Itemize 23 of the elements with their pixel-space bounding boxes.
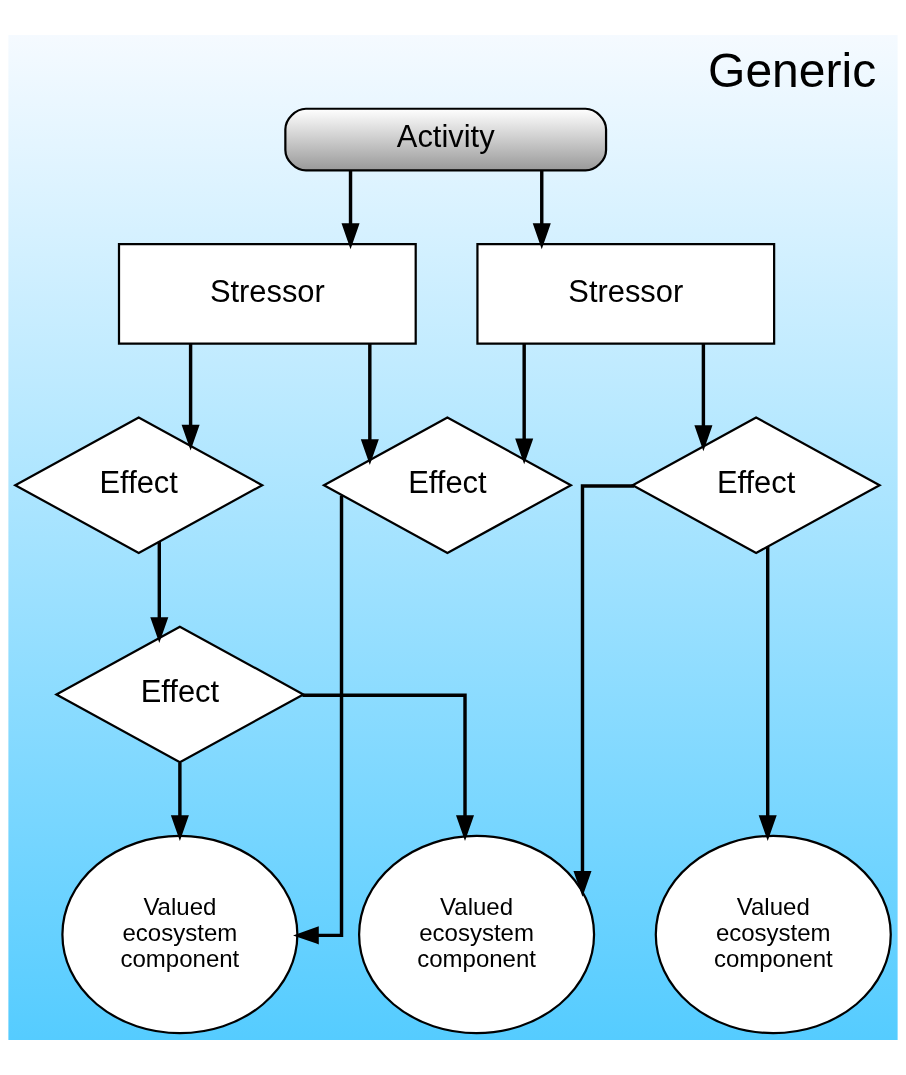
arrow xyxy=(293,495,344,945)
node-diamond: Effect xyxy=(12,416,265,555)
arrow xyxy=(360,343,379,465)
arrow xyxy=(150,541,169,643)
arrow xyxy=(181,343,200,451)
arrow xyxy=(758,546,777,842)
node-ellipse: Valued ecosystem component xyxy=(654,834,892,1035)
node-diamond: Effect xyxy=(321,416,574,555)
node-box: Stressor xyxy=(117,243,417,345)
arrow xyxy=(694,343,713,452)
node-ellipse: Valued ecosystem component xyxy=(61,834,299,1035)
node-box: Activity xyxy=(284,107,608,172)
arrow xyxy=(573,484,635,897)
diagram-title: Generic xyxy=(708,44,877,98)
arrow xyxy=(170,762,189,841)
arrow xyxy=(341,170,360,250)
arrow xyxy=(532,170,551,250)
arrow xyxy=(515,343,534,465)
arrow xyxy=(302,693,475,842)
node-diamond: Effect xyxy=(630,416,882,555)
node-diamond: Effect xyxy=(54,625,306,764)
node-box: Stressor xyxy=(476,243,776,345)
node-ellipse: Valued ecosystem component xyxy=(358,834,596,1035)
